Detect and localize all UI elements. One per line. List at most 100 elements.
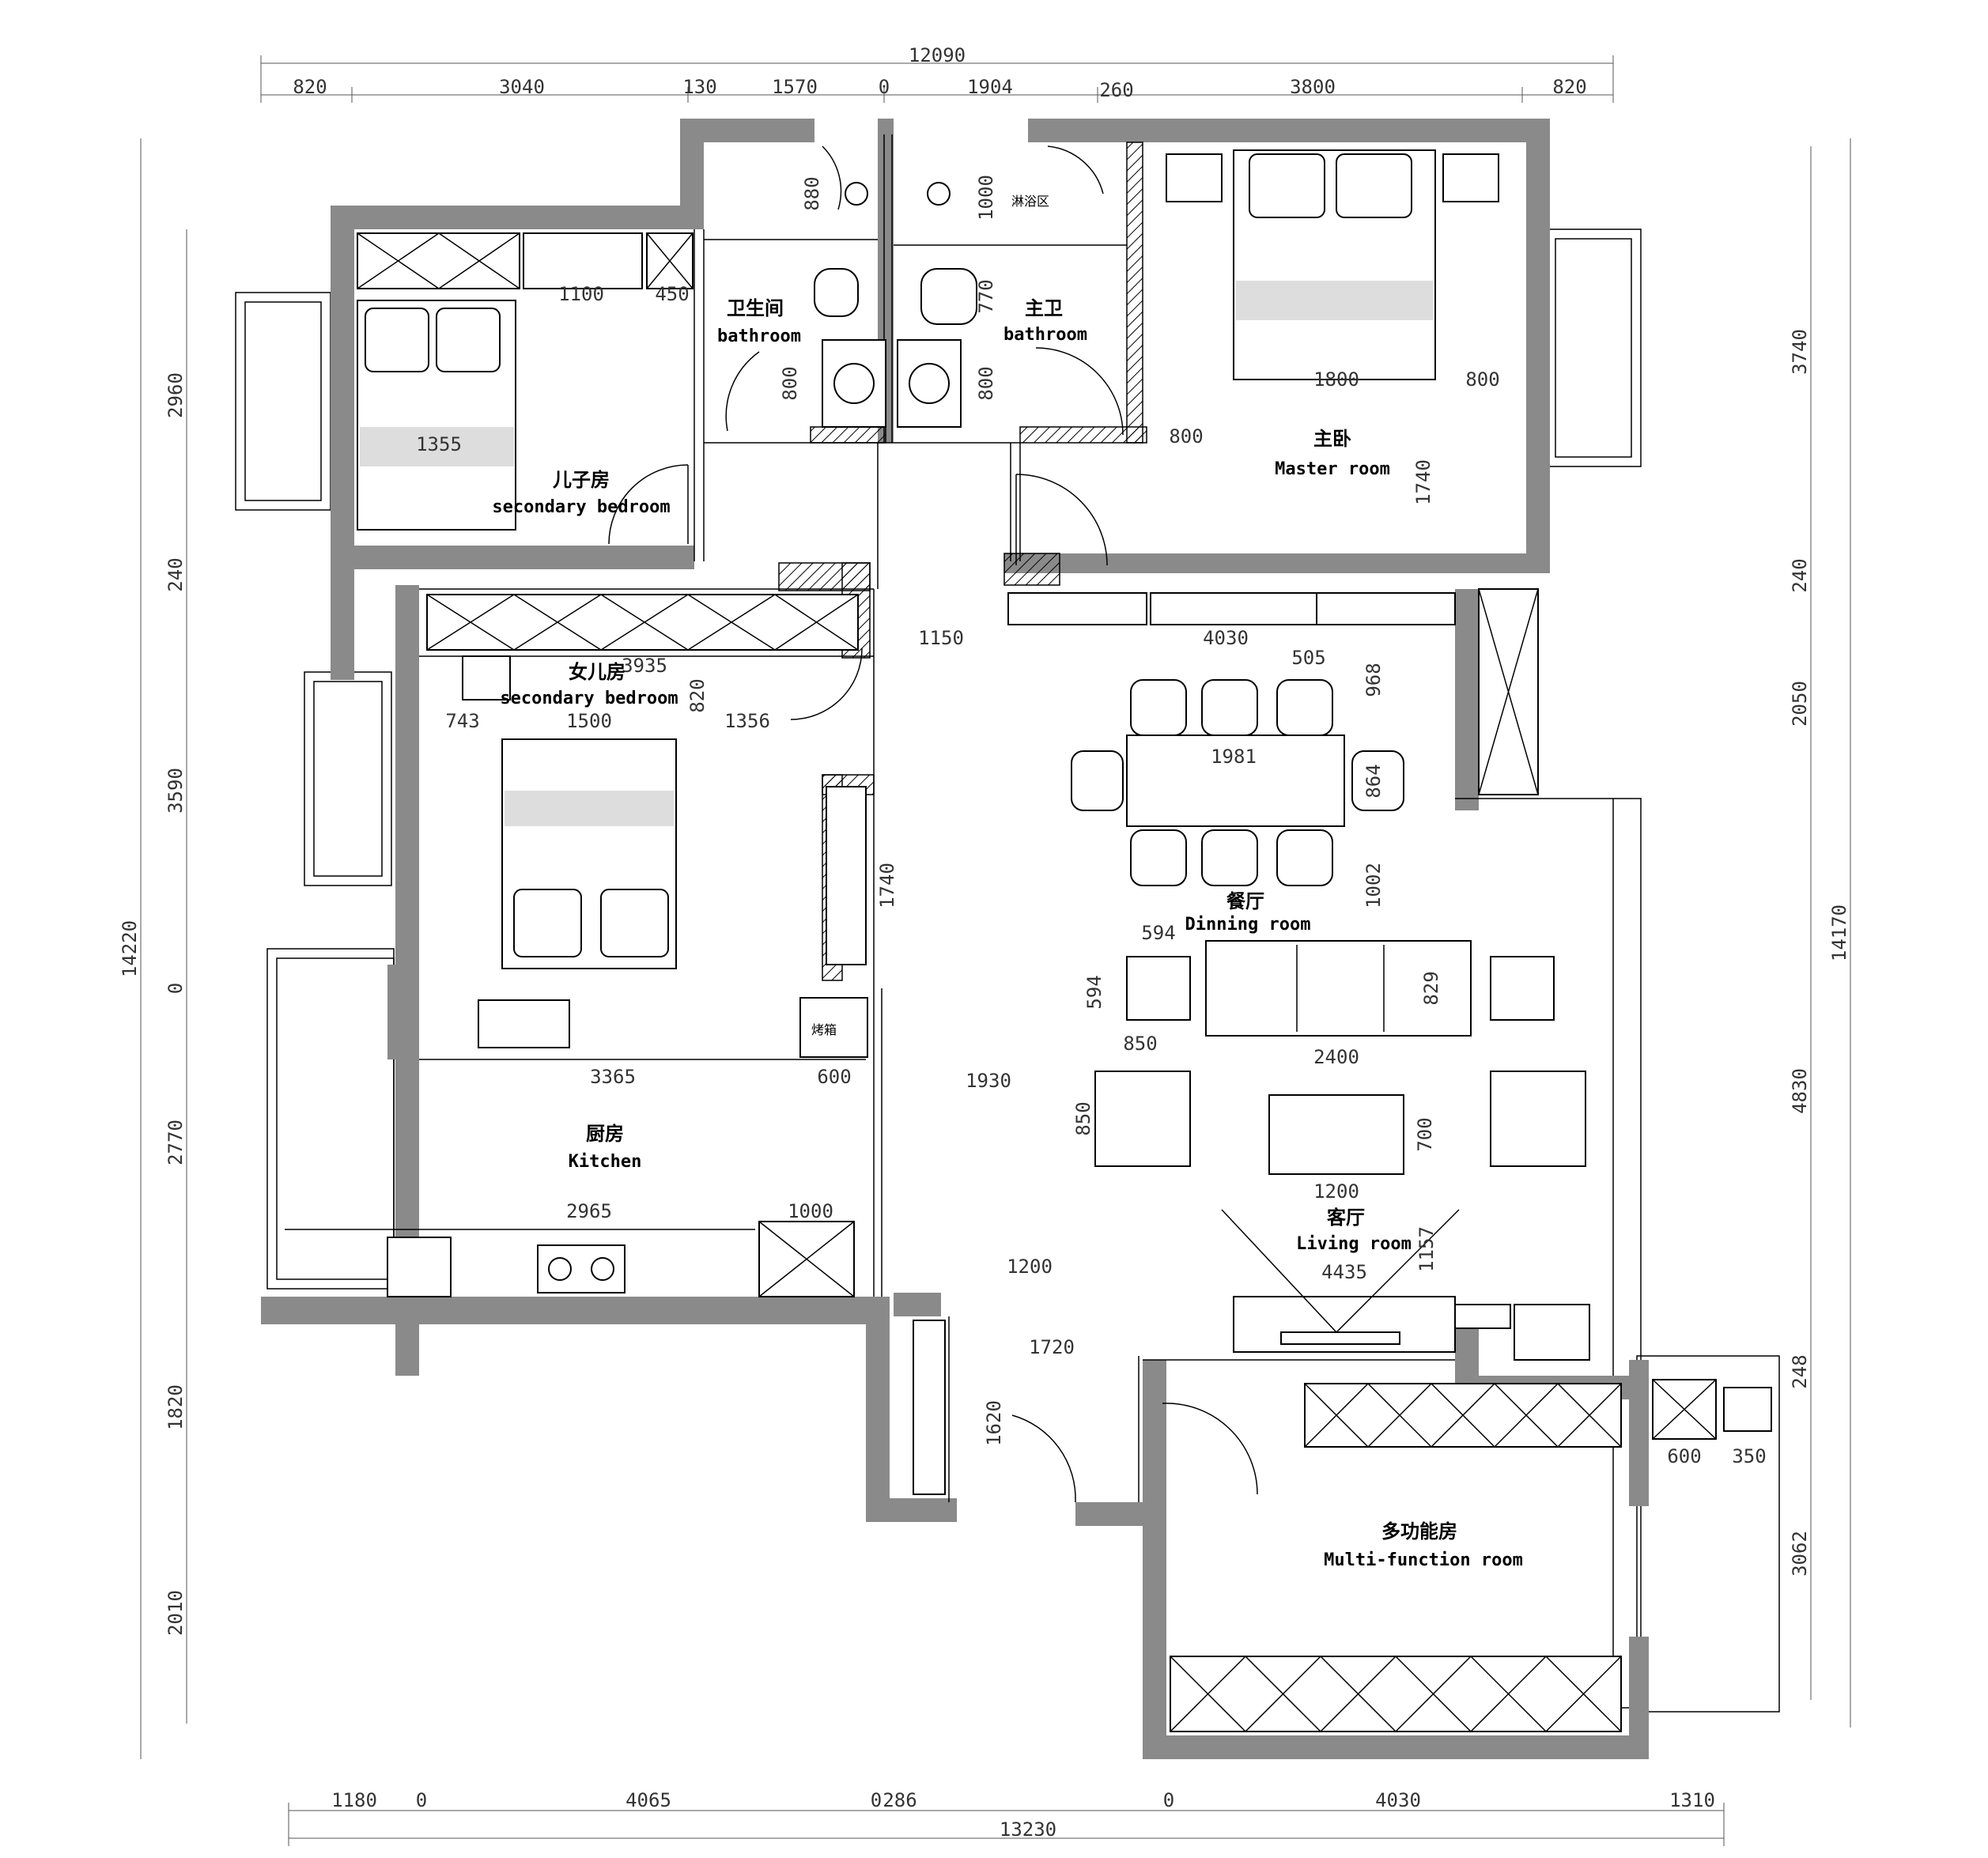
dim-top-2: 130 — [682, 76, 716, 98]
dim-top-4: 0 — [879, 76, 890, 98]
multi-room-label-cn: 多功能房 — [1381, 1520, 1457, 1543]
dim-968: 968 — [1362, 663, 1385, 697]
daughter-room-label-en: secondary bedroom — [500, 689, 678, 708]
dim-right-4: 248 — [1789, 1354, 1811, 1388]
son-room-label-cn: 儿子房 — [553, 469, 610, 491]
dim-left-6: 2010 — [164, 1590, 187, 1636]
multi-room-label-en: Multi-function room — [1324, 1550, 1523, 1570]
dim-1740b: 1740 — [876, 863, 898, 908]
dim-top-8: 820 — [1552, 76, 1586, 98]
dim-right-2: 2050 — [1789, 681, 1811, 727]
dim-right-0: 3740 — [1789, 329, 1811, 375]
dim-1150: 1150 — [918, 627, 964, 649]
master-bath-label-en: bathroom — [1003, 325, 1087, 345]
room-labels: 儿子房 secondary bedroom 卫生间 bathroom 主卫 ba… — [492, 194, 1522, 1570]
dim-top-3: 1570 — [772, 76, 818, 98]
sofa — [1205, 940, 1472, 1037]
dim-left-4: 2770 — [164, 1120, 187, 1165]
furniture — [285, 149, 1772, 1732]
dim-3365: 3365 — [590, 1066, 636, 1088]
dim-1000: 1000 — [975, 175, 997, 221]
master-bath-label-cn: 主卫 — [1025, 297, 1063, 319]
dim-1000b: 1000 — [788, 1200, 833, 1222]
dim-2400: 2400 — [1313, 1046, 1359, 1068]
dim-1740a: 1740 — [1412, 459, 1434, 505]
oven-label: 烤箱 — [811, 1022, 837, 1037]
dim-1200b: 1200 — [1007, 1256, 1053, 1278]
dim-820: 820 — [686, 678, 709, 712]
dim-left-total: 14220 — [119, 920, 141, 977]
armchair-left — [1094, 1071, 1191, 1167]
dim-bottom-1: 0 — [416, 1789, 427, 1811]
daughter-room-label-cn: 女儿房 — [569, 661, 626, 683]
bottom-dimensions: 1180 0 4065 0 286 0 4030 1310 13230 — [288, 1789, 1725, 1846]
dim-bottom-4: 286 — [883, 1789, 917, 1811]
dim-top-5: 1904 — [967, 76, 1013, 98]
wc-label-en: bathroom — [717, 327, 801, 346]
doors — [608, 145, 1258, 1503]
dim-top-total: 12090 — [909, 44, 966, 66]
dim-1930: 1930 — [966, 1070, 1011, 1092]
dining-label-en: Dinning room — [1185, 915, 1311, 935]
dim-450: 450 — [655, 283, 689, 305]
dim-bottom-0: 1180 — [331, 1789, 377, 1811]
dim-right-5: 3062 — [1789, 1531, 1811, 1577]
dim-top-0: 820 — [293, 76, 327, 98]
walls — [261, 119, 1649, 1759]
dim-1100: 1100 — [558, 283, 604, 305]
dim-1500: 1500 — [566, 710, 612, 732]
dim-1200a: 1200 — [1313, 1180, 1359, 1203]
dim-3935: 3935 — [622, 655, 667, 677]
dim-800d: 800 — [1169, 425, 1203, 448]
dim-864: 864 — [1362, 764, 1385, 798]
dim-880: 880 — [801, 176, 823, 210]
dim-bottom-6: 4030 — [1375, 1789, 1421, 1811]
dim-700: 700 — [1414, 1117, 1436, 1151]
dim-left-5: 1820 — [164, 1384, 187, 1430]
dim-1981: 1981 — [1211, 746, 1257, 768]
dim-top-6: 260 — [1099, 79, 1133, 101]
dim-top-7: 3800 — [1290, 76, 1336, 98]
dim-800c: 800 — [1465, 368, 1499, 391]
dim-left-0: 2960 — [164, 372, 187, 418]
right-dimensions: 3740 240 2050 4830 248 3062 14170 — [1789, 138, 1851, 1728]
dim-1355: 1355 — [416, 433, 462, 455]
dim-right-3: 4830 — [1789, 1068, 1811, 1114]
dim-left-1: 240 — [164, 557, 187, 591]
armchair-right — [1490, 1071, 1586, 1167]
dim-1720: 1720 — [1029, 1336, 1075, 1358]
master-room-label-cn: 主卧 — [1313, 428, 1351, 450]
dim-600a: 600 — [817, 1066, 851, 1088]
kitchen-label-en: Kitchen — [569, 1152, 642, 1172]
dim-4435: 4435 — [1321, 1261, 1367, 1283]
dim-850b: 850 — [1072, 1101, 1094, 1135]
dim-594b: 594 — [1083, 975, 1105, 1009]
dim-top-1: 3040 — [499, 76, 545, 98]
top-dimensions: 12090 820 3040 130 1570 0 1904 260 3800 … — [260, 44, 1614, 103]
dining-label-cn: 餐厅 — [1226, 890, 1264, 912]
dim-2965: 2965 — [566, 1200, 612, 1222]
left-dimensions: 14220 2960 240 3590 0 2770 1820 2010 — [119, 138, 187, 1759]
dim-505: 505 — [1291, 647, 1325, 669]
dim-800b: 800 — [975, 366, 997, 400]
dim-bottom-5: 0 — [1163, 1789, 1174, 1811]
dim-bottom-3: 0 — [871, 1789, 882, 1811]
dim-bottom-2: 4065 — [626, 1789, 671, 1811]
kitchen-label-cn: 厨房 — [586, 1123, 624, 1145]
dim-left-3: 0 — [164, 983, 187, 994]
wc-label-cn: 卫生间 — [727, 297, 784, 319]
dining-table — [1126, 735, 1345, 827]
dim-1157: 1157 — [1415, 1226, 1438, 1272]
dim-right-1: 240 — [1789, 558, 1811, 592]
dim-4030: 4030 — [1203, 627, 1249, 649]
dim-bottom-total: 13230 — [1000, 1818, 1056, 1841]
shower-label: 淋浴区 — [1011, 194, 1049, 209]
master-room-label-en: Master room — [1275, 459, 1390, 479]
partitions — [419, 134, 1613, 1502]
interior-dimensions: 1100 450 1355 880 1000 770 800 800 1800 … — [416, 175, 1767, 1467]
dim-743: 743 — [445, 710, 479, 732]
dim-770: 770 — [975, 279, 997, 313]
dim-1620: 1620 — [983, 1400, 1005, 1446]
dim-800a: 800 — [779, 366, 801, 400]
